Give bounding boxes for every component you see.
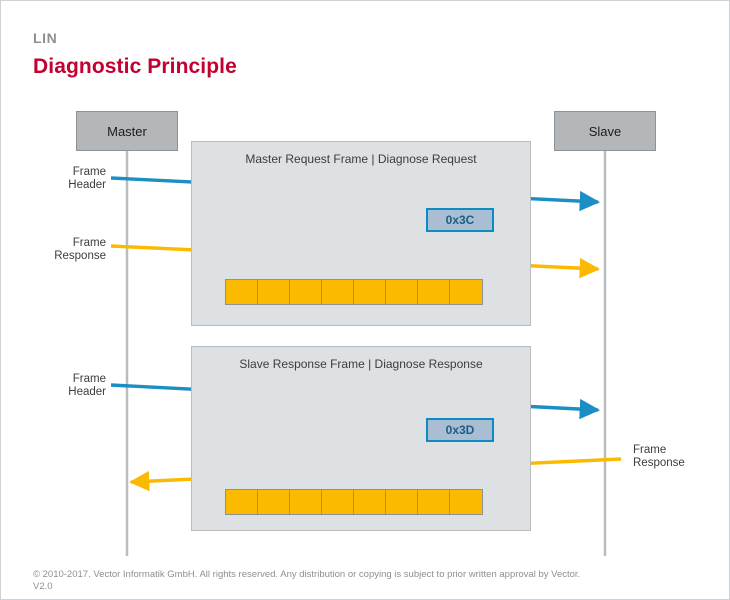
page-title: Diagnostic Principle <box>33 55 237 78</box>
data-byte-cell <box>226 490 258 514</box>
node-box-master-label: Master <box>107 123 147 139</box>
label-frame-response-request: Frame Response <box>54 237 106 262</box>
data-byte-cell <box>450 280 482 304</box>
node-box-slave[interactable]: Slave <box>554 111 656 151</box>
frame-block-slave-response-title: Slave Response Frame | Diagnose Response <box>239 357 483 371</box>
data-byte-cell <box>450 490 482 514</box>
footer: © 2010-2017. Vector Informatik GmbH. All… <box>33 569 713 593</box>
frame-id-box-3d: 0x3D <box>426 418 494 442</box>
frame-id-label-3c: 0x3C <box>445 213 475 227</box>
label-frame-header-request: Frame Header <box>68 166 106 191</box>
data-byte-cell <box>418 280 450 304</box>
data-byte-cell <box>354 490 386 514</box>
data-byte-cell <box>290 280 322 304</box>
data-byte-cell <box>226 280 258 304</box>
label-frame-response-slave: Frame Response <box>633 444 685 469</box>
data-byte-cell <box>386 280 418 304</box>
data-byte-cell <box>258 490 290 514</box>
label-frame-header-response: Frame Header <box>68 373 106 398</box>
frame-block-master-request-title: Master Request Frame | Diagnose Request <box>245 152 477 166</box>
frame-id-label-3d: 0x3D <box>445 423 475 437</box>
footer-version: V2.0 <box>33 581 53 592</box>
node-box-master[interactable]: Master <box>76 111 178 151</box>
frame-id-box-3c: 0x3C <box>426 208 494 232</box>
data-byte-row-response <box>225 489 483 515</box>
data-byte-cell <box>386 490 418 514</box>
data-byte-row-request <box>225 279 483 305</box>
data-byte-cell <box>354 280 386 304</box>
data-byte-cell <box>258 280 290 304</box>
slide-eyebrow: LIN <box>33 30 58 46</box>
data-byte-cell <box>290 490 322 514</box>
data-byte-cell <box>418 490 450 514</box>
data-byte-cell <box>322 280 354 304</box>
data-byte-cell <box>322 490 354 514</box>
footer-copyright: © 2010-2017. Vector Informatik GmbH. All… <box>33 569 581 580</box>
node-box-slave-label: Slave <box>588 123 622 139</box>
